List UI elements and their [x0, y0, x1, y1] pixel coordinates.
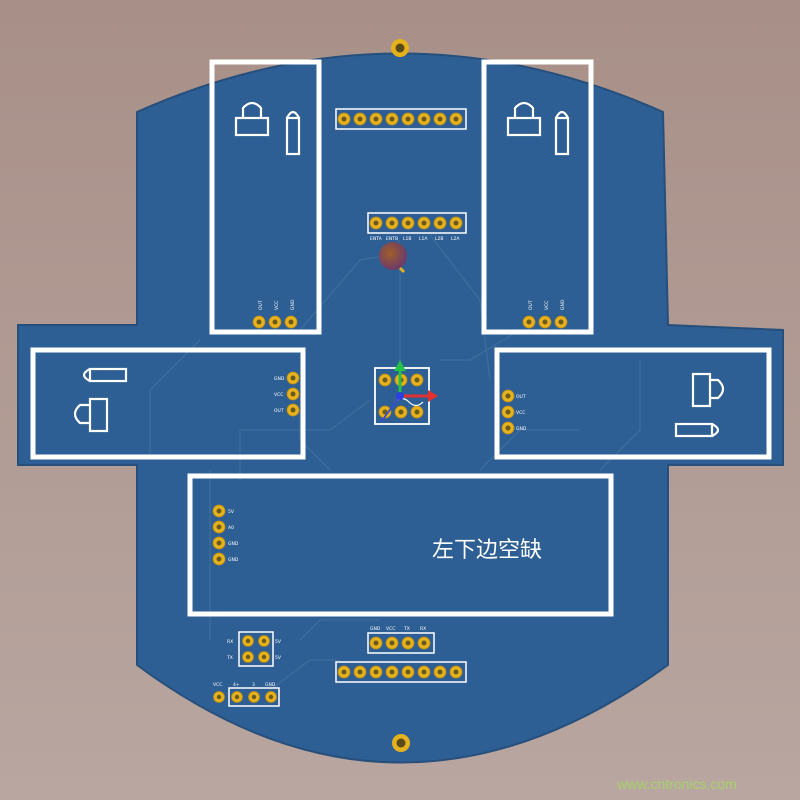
pin-label: L2B: [435, 236, 443, 242]
header-top-8pin: [335, 108, 467, 130]
pin-label: GND: [274, 376, 285, 382]
trace-layer: [149, 234, 641, 691]
pin-label: ENTA: [370, 236, 383, 242]
mounting-hole-bottom: [392, 734, 410, 752]
pin-label: RX: [227, 639, 233, 645]
lock-icon: [506, 101, 542, 137]
pin-label: OUT: [528, 300, 534, 310]
battery-icon: [554, 110, 570, 156]
header-uart-2x2: RX TX 5V 5V: [226, 631, 282, 667]
battery-icon: [285, 110, 301, 156]
battery-icon: [674, 422, 720, 438]
pin-label: GND: [265, 682, 276, 688]
pin-label: L2A: [451, 236, 460, 242]
pin-label: VCC: [213, 682, 222, 688]
lcd-area: 5V A0 GND GND 左下边空缺: [187, 473, 614, 617]
capacitor-icon: [379, 242, 407, 274]
pin-label: TX: [226, 655, 233, 661]
pin-label: RX: [420, 626, 426, 632]
module-left: GND VCC OUT: [30, 347, 306, 460]
pin-label: GND: [228, 541, 239, 547]
lock-icon: [691, 372, 725, 408]
pin-label: OUT: [274, 408, 284, 414]
pin-label: 3: [252, 682, 255, 688]
pin-label: GND: [228, 557, 239, 563]
pin-label: OUT: [516, 394, 526, 400]
pin-label: VCC: [544, 301, 550, 310]
axis-gizmo-icon: [380, 360, 438, 423]
pin-label: L1A: [419, 236, 428, 242]
pin-label: VCC: [274, 301, 280, 310]
mounting-hole-top: [391, 39, 409, 57]
header-motor-6pin: ENTA ENTB L1B L1A L2B L2A: [367, 212, 467, 242]
pin-label: VCC: [274, 392, 283, 398]
pin-label: GND: [560, 299, 566, 310]
pin-label: OUT: [258, 300, 264, 310]
center-note: 左下边空缺: [432, 538, 542, 563]
pin-label: ENTB: [386, 236, 398, 242]
lock-icon: [73, 397, 109, 433]
pin-row: [252, 315, 298, 329]
lock-icon: [234, 101, 270, 137]
module-top-right: OUT VCC GND: [481, 59, 594, 335]
pin-label: L1B: [403, 236, 411, 242]
pin-label: 4+: [233, 682, 240, 688]
pin-label: TX: [403, 626, 410, 632]
pin-label: A0: [228, 525, 234, 531]
pin-label: 5V: [275, 639, 282, 645]
pin-label: VCC: [386, 626, 395, 632]
header-bottom-8pin: [335, 661, 467, 683]
pin-row: [522, 315, 568, 329]
pin-label: VCC: [516, 410, 525, 416]
watermark: www.cntronics.com: [616, 776, 737, 792]
module-right: OUT VCC GND: [494, 347, 772, 460]
module-top-left: OUT VCC GND: [209, 59, 322, 335]
battery-icon: [82, 367, 128, 383]
pin-label: GND: [290, 299, 296, 310]
header-serial-4pin: GND VCC TX RX: [367, 626, 435, 654]
pin-label: 5V: [275, 655, 282, 661]
pin-label: GND: [370, 626, 381, 632]
pin-label: 5V: [228, 509, 235, 515]
header-power-4pin: VCC 4+ 3 GND: [213, 682, 280, 707]
center-connector: [374, 367, 430, 425]
pin-label: GND: [516, 426, 527, 432]
